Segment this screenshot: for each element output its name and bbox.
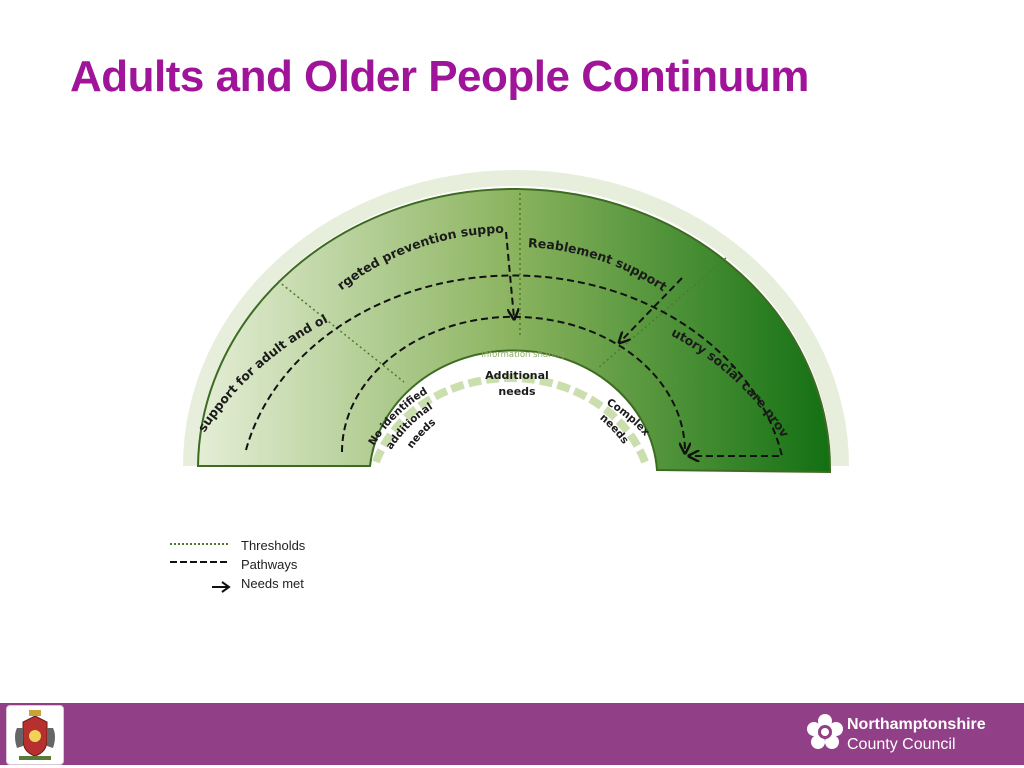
council-name-line2: County Council (847, 736, 956, 753)
legend-label-pathways: Pathways (241, 557, 298, 572)
information-sharing-label: Information sharing (481, 350, 565, 360)
council-name: Northamptonshire County Council (847, 715, 986, 755)
arrow-icon (212, 581, 231, 593)
slide-title: Adults and Older People Continuum (70, 52, 809, 101)
information-sharing-band (372, 374, 649, 464)
pathway-lines (245, 231, 784, 456)
additional-needs-label-line1: Additional (485, 369, 549, 382)
additional-needs-label-line2: needs (498, 385, 536, 398)
legend-label-needs-met: Needs met (241, 576, 304, 591)
northamptonshire-logo: Northamptonshire County Council (805, 713, 995, 757)
dotted-line-icon (170, 543, 230, 545)
council-name-line1: Northamptonshire (847, 716, 986, 733)
crest-logo-icon (6, 705, 64, 765)
continuum-diagram: Universal support for adult and older pe… (0, 0, 849, 474)
rose-icon (807, 714, 843, 749)
legend-label-thresholds: Thresholds (241, 538, 306, 553)
dashed-line-icon (170, 561, 230, 563)
footer-bar: Northamptonshire County Council (0, 703, 1024, 765)
